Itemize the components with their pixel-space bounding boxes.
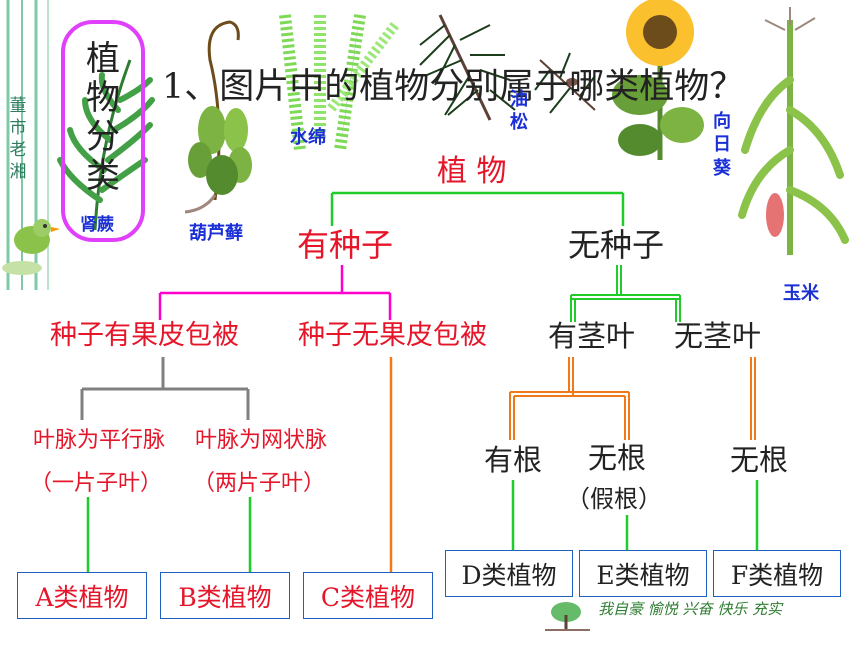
sunflower-plant bbox=[612, 0, 704, 160]
root-split-lines bbox=[330, 191, 625, 226]
pine-plant bbox=[419, 14, 596, 121]
node-net-vein-note: （两片子叶） bbox=[193, 471, 326, 496]
category-box-e: E类植物 bbox=[579, 550, 707, 597]
node-without-seeds: 无种子 bbox=[568, 226, 665, 264]
bird-decoration bbox=[2, 219, 60, 275]
alga-plant bbox=[279, 14, 399, 151]
banner-frame bbox=[61, 20, 145, 242]
category-box-a: A类植物 bbox=[17, 572, 147, 619]
plant-label-sunflower: 向日葵 bbox=[711, 110, 733, 180]
footer-logo bbox=[545, 602, 590, 631]
plant-label-fern: 肾蕨 bbox=[80, 215, 114, 235]
corn-plant bbox=[738, 7, 849, 255]
node-parallel-vein: 叶脉为平行脉 bbox=[33, 428, 166, 453]
fern-plant bbox=[57, 59, 155, 231]
plant-label-moss: 葫芦藓 bbox=[189, 223, 243, 244]
leaf-to-box-lines bbox=[86, 480, 759, 572]
node-has-stem-leaf: 有茎叶 bbox=[548, 319, 636, 353]
side-banner: 植物分类 bbox=[83, 39, 123, 197]
category-box-f: F类植物 bbox=[713, 550, 841, 597]
node-no-root: 无根 bbox=[730, 443, 789, 477]
left-brand: 董市老湘 bbox=[4, 95, 32, 183]
node-seed-naked: 种子无果皮包被 bbox=[298, 320, 487, 351]
plant-label-pine: 油松 bbox=[508, 88, 530, 135]
no-seed-split-lines bbox=[570, 265, 681, 322]
node-no-stem-leaf: 无茎叶 bbox=[674, 319, 762, 353]
node-with-seeds: 有种子 bbox=[297, 226, 394, 264]
node-root: 植 物 bbox=[437, 154, 507, 189]
angiosperm-split-lines bbox=[80, 357, 250, 420]
plant-label-corn: 玉米 bbox=[783, 283, 819, 304]
node-net-vein: 叶脉为网状脉 bbox=[195, 428, 328, 453]
left-brand-text: 董市老湘 bbox=[9, 96, 27, 183]
seed-split-lines bbox=[158, 265, 392, 320]
node-has-root: 有根 bbox=[484, 443, 543, 477]
node-seed-covered: 种子有果皮包被 bbox=[50, 320, 239, 351]
plant-label-pine-text: 油松 bbox=[510, 89, 528, 134]
category-box-d: D类植物 bbox=[445, 550, 573, 597]
node-parallel-vein-note: （一片子叶） bbox=[30, 471, 163, 496]
page-title: 1、图片中的植物分别属于哪类植物？ bbox=[162, 67, 745, 107]
side-banner-text: 植物分类 bbox=[86, 39, 120, 197]
footer-slogan: 我自豪 愉悦 兴奋 快乐 充实 bbox=[598, 600, 783, 618]
plant-label-alga: 水绵 bbox=[290, 127, 326, 148]
plant-label-sunflower-text: 向日葵 bbox=[713, 111, 731, 179]
node-no-root-pseudo: 无根 bbox=[588, 441, 647, 475]
stem-leaf-split-lines bbox=[509, 357, 630, 440]
moss-plant bbox=[184, 20, 252, 214]
category-box-b: B类植物 bbox=[160, 572, 290, 619]
no-stem-leaf-line bbox=[750, 357, 756, 440]
category-box-c: C类植物 bbox=[303, 572, 433, 619]
node-pseudo-root-note: （假根） bbox=[566, 485, 662, 513]
